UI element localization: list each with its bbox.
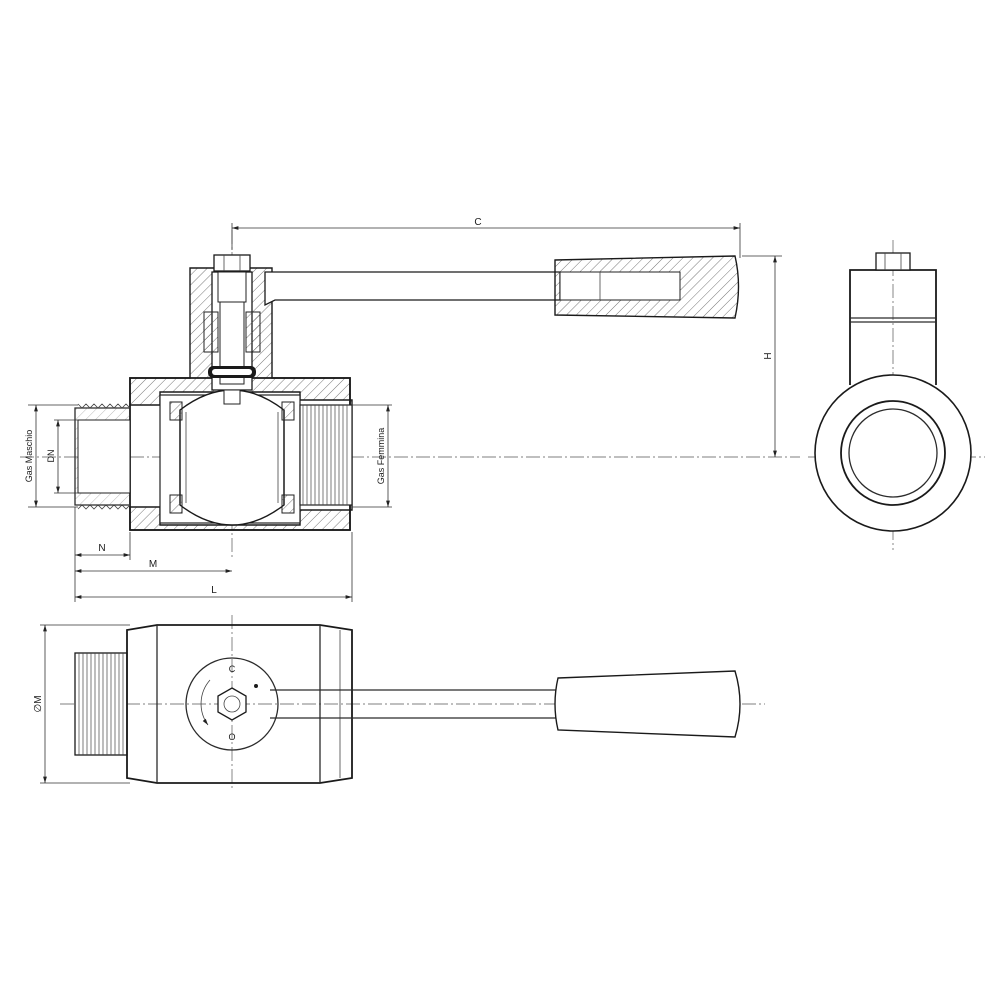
dim-label-N: N (98, 543, 105, 554)
side-bore-inner (848, 408, 938, 498)
side-bore-outer (840, 400, 946, 506)
label-DN: DN (46, 450, 56, 463)
dimension-gas-femmina: Gas Femmina (352, 404, 392, 508)
seats (169, 401, 295, 514)
female-thread-bore (299, 404, 353, 506)
dimension-C: C (231, 217, 741, 258)
side-body-circle (814, 374, 972, 532)
dimension-diam-M: ∅M (33, 624, 130, 784)
stem-nut (213, 254, 251, 272)
top-stem-plate (185, 657, 279, 751)
dimension-H: H (742, 255, 782, 457)
mark-open: O (228, 732, 235, 742)
dimension-DN: Gas Maschio DN (24, 404, 78, 508)
dimension-M: M (75, 559, 232, 573)
dim-label-M: M (149, 559, 157, 570)
stem (203, 271, 261, 405)
mark-closed: C (229, 664, 236, 674)
dim-label-L: L (211, 585, 217, 596)
dimension-L: L (75, 532, 353, 602)
top-view: C O ∅M (33, 615, 765, 790)
side-stem-nut (875, 252, 911, 271)
dim-label-diam-M: ∅M (33, 695, 44, 712)
top-body-outline (126, 624, 353, 784)
front-section-view: C H Gas Maschio DN Gas Femmina (20, 217, 800, 602)
top-male-thread-lines (78, 653, 124, 755)
dim-label-C: C (474, 217, 481, 228)
top-hex-nut (217, 687, 247, 721)
label-gas-maschio: Gas Maschio (24, 430, 34, 483)
ball (179, 389, 285, 526)
top-male-thread (74, 652, 128, 756)
male-thread-teeth (77, 403, 131, 510)
handle-lever (264, 255, 740, 319)
dim-label-H: H (763, 352, 774, 359)
label-gas-femmina: Gas Femmina (376, 428, 386, 485)
top-handle-grip (554, 670, 741, 738)
rotation-arrow (200, 679, 211, 726)
dimension-N: N (74, 507, 131, 602)
female-thread-lines (302, 405, 348, 505)
side-view (808, 240, 985, 550)
